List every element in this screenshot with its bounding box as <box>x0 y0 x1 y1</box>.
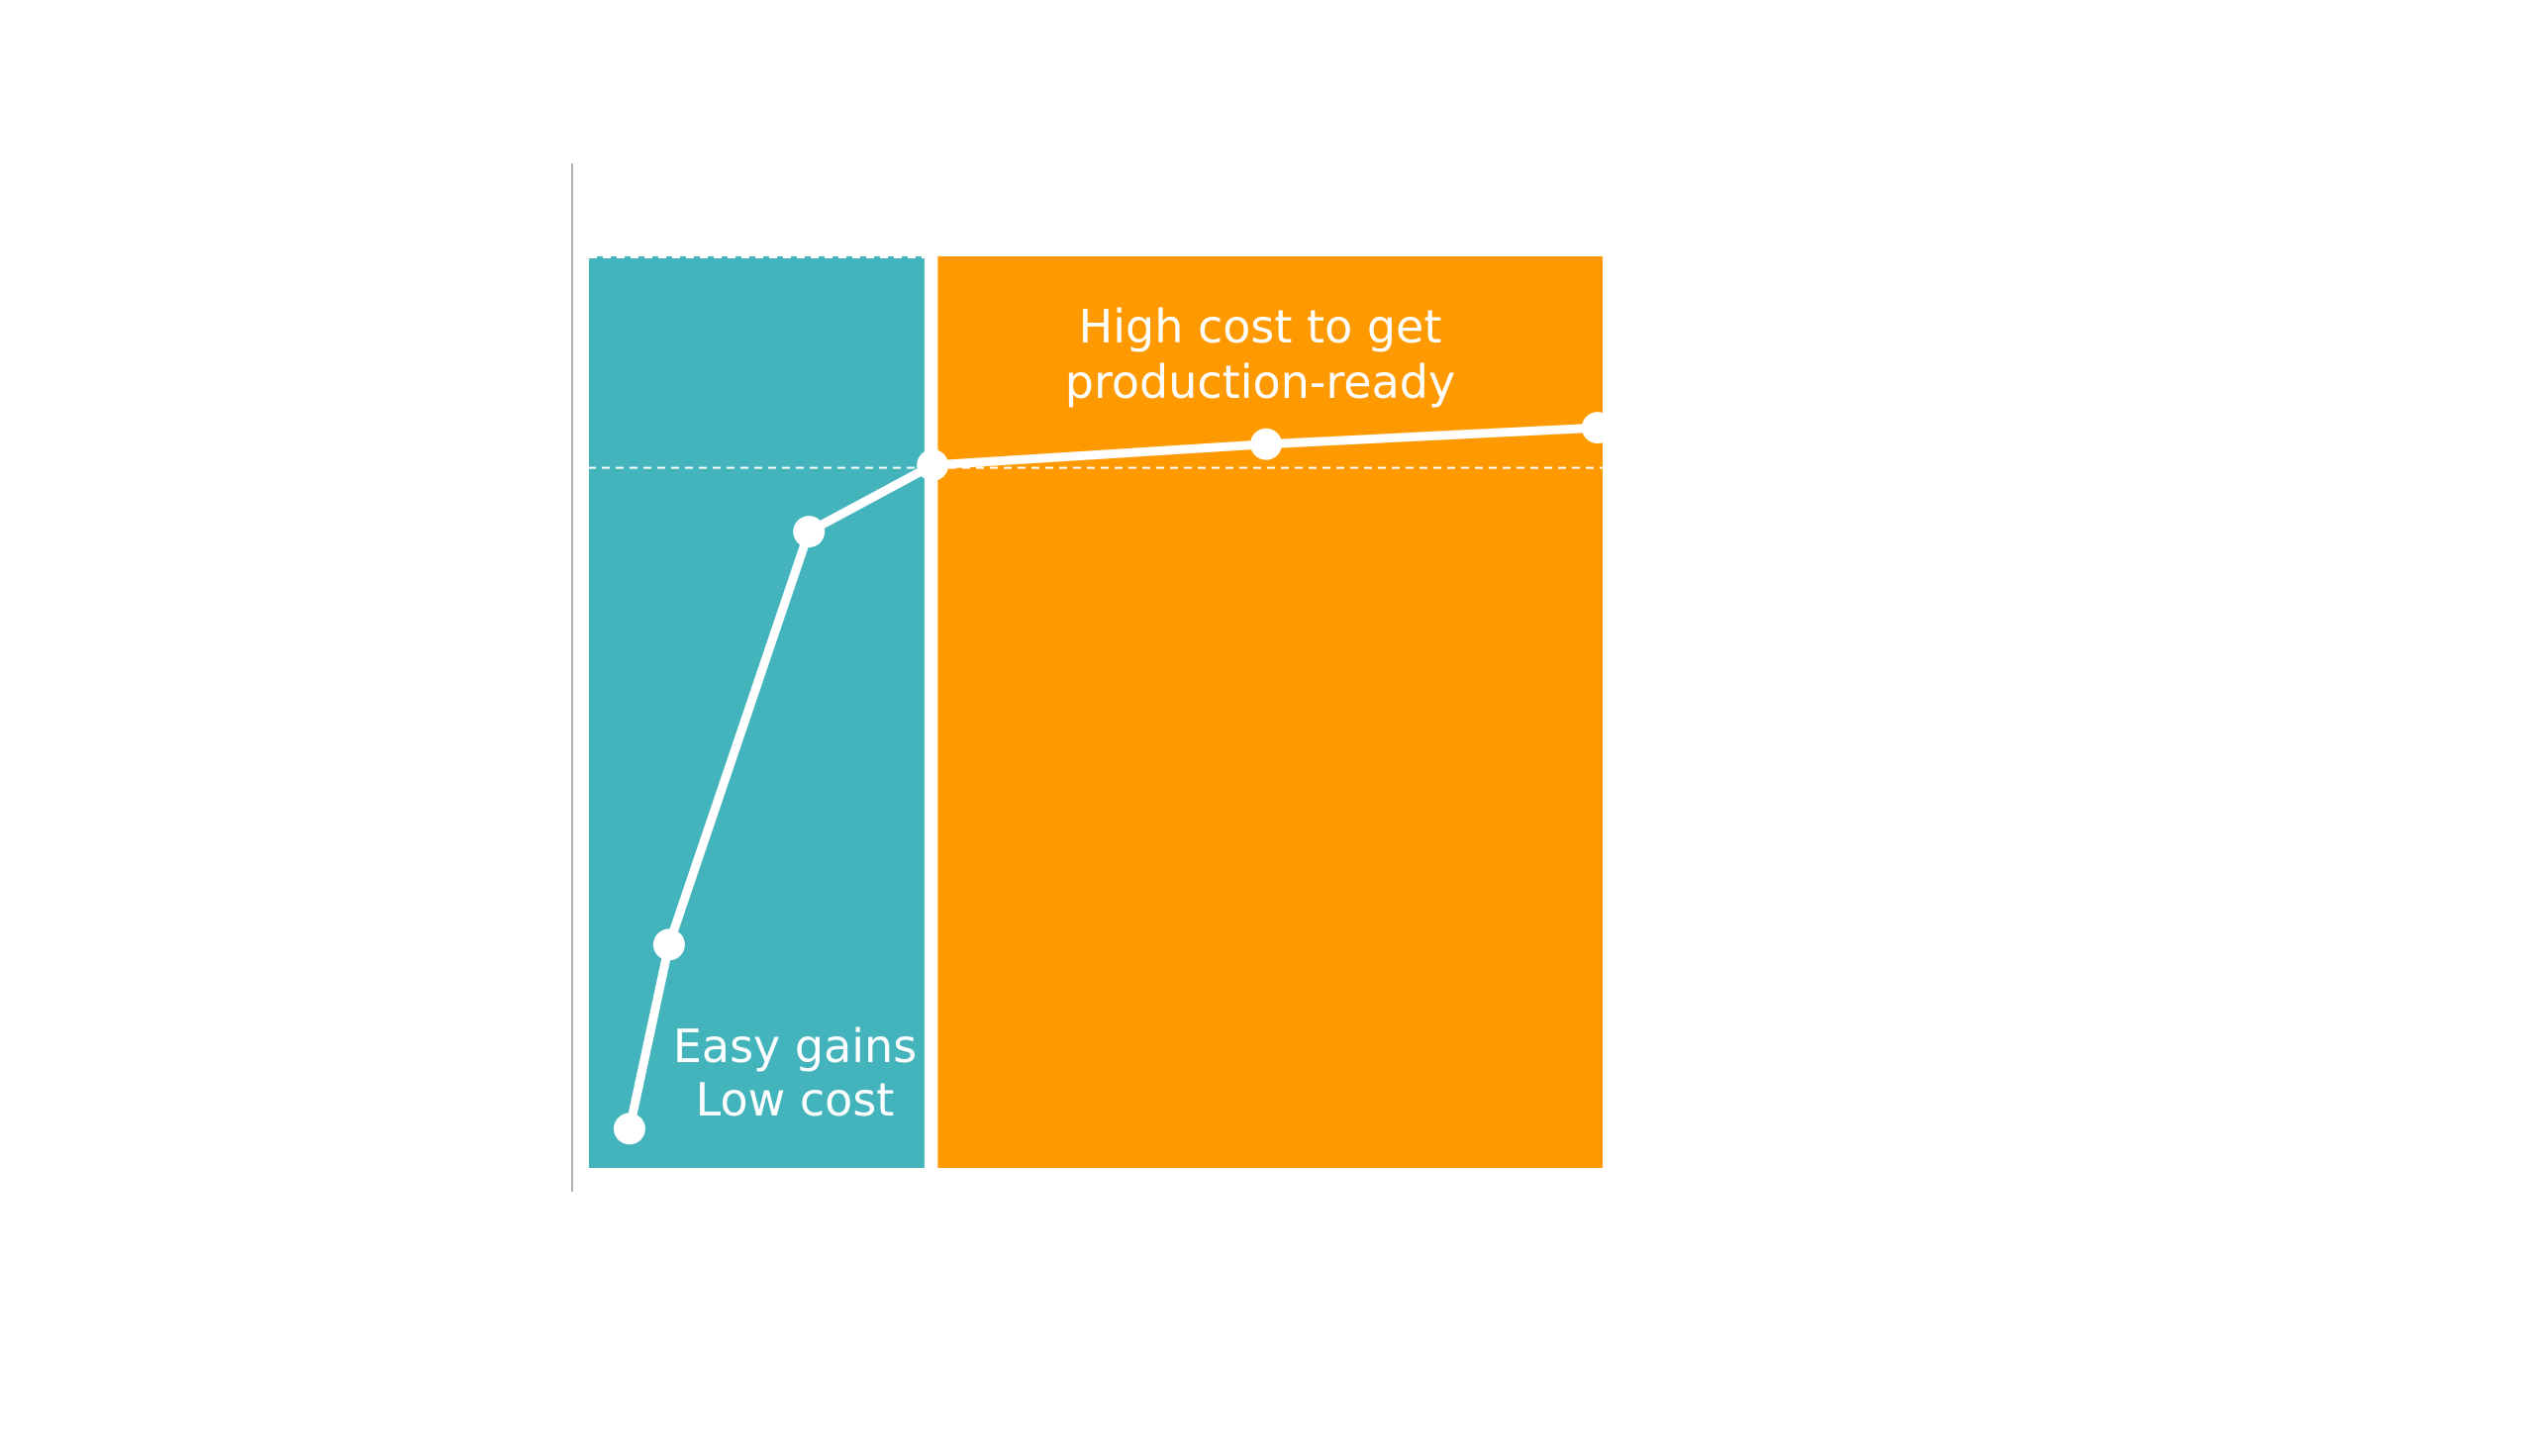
region-label-costly-line1: High cost to get <box>1079 300 1442 353</box>
region-label-costly-line2: production-ready <box>1065 355 1455 409</box>
data-point-0 <box>613 1113 645 1145</box>
region-easy <box>589 256 925 1168</box>
data-point-1 <box>652 928 685 961</box>
series-line <box>625 423 1599 1130</box>
region-costly <box>937 256 1603 1168</box>
region-label-easy-line2: Low cost <box>696 1073 895 1126</box>
region-label-easy-line1: Easy gains <box>673 1019 917 1073</box>
region-divider <box>924 256 938 1168</box>
data-point-5 <box>1581 412 1614 444</box>
data-point-3 <box>917 448 949 481</box>
data-point-2 <box>793 516 826 548</box>
data-point-4 <box>1250 428 1283 460</box>
